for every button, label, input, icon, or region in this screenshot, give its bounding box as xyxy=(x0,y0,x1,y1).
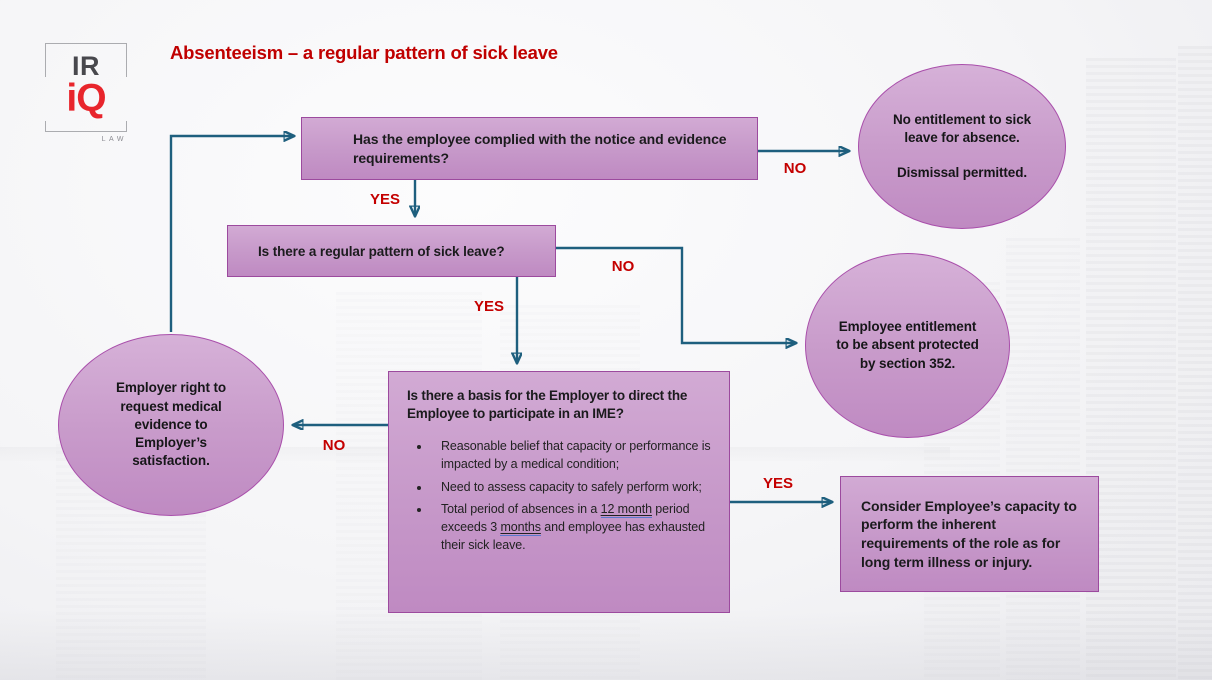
logo-frame-bottom xyxy=(45,121,127,132)
node-text: Employee entitlement to be absent protec… xyxy=(836,319,979,371)
edge-pattern-no xyxy=(556,246,796,343)
bottom-fade xyxy=(0,610,1212,680)
edge-label-ime-no: NO xyxy=(322,437,346,454)
bullet-text: Total period of absences in a xyxy=(441,502,601,517)
building-silhouette xyxy=(1178,46,1212,680)
node-question-sick-leave-pattern: Is there a regular pattern of sick leave… xyxy=(227,225,556,277)
node-text: Consider Employee’s capacity to perform … xyxy=(861,497,1077,570)
edge-label-pattern-yes: YES xyxy=(473,298,505,315)
building-silhouette xyxy=(1086,58,1176,680)
building-silhouette xyxy=(1006,238,1080,680)
node-outcome-medical-evidence-right: Employer right to request medical eviden… xyxy=(58,334,284,516)
node-text: Is there a regular pattern of sick leave… xyxy=(258,243,505,259)
node-text: Dismissal permitted. xyxy=(896,165,1028,181)
underlined-term: months xyxy=(500,520,541,536)
node-text: Has the employee complied with the notic… xyxy=(353,131,727,166)
node-bullet-list: Reasonable belief that capacity or perfo… xyxy=(407,438,715,555)
bullet-text: Reasonable belief that capacity or perfo… xyxy=(441,439,711,471)
iriq-law-logo: IR iQ LAW xyxy=(45,43,127,145)
logo-frame-top xyxy=(45,43,127,77)
bullet-item: Total period of absences in a 12 month p… xyxy=(431,501,715,554)
node-outcome-section-352-protection: Employee entitlement to be absent protec… xyxy=(805,253,1010,438)
edge-label-pattern-no: NO xyxy=(611,258,635,275)
node-text: Employer right to request medical eviden… xyxy=(115,380,227,469)
logo-text-iq: iQ xyxy=(66,77,106,120)
page-title: Absenteeism – a regular pattern of sick … xyxy=(170,42,558,63)
edge-label-ime-yes: YES xyxy=(762,475,794,492)
bullet-item: Need to assess capacity to safely perfor… xyxy=(431,479,715,497)
bullet-text: period exceeds 3 xyxy=(441,502,690,535)
node-outcome-no-entitlement: No entitlement to sick leave for absence… xyxy=(858,64,1066,229)
edge-label-notice-no: NO xyxy=(783,160,807,177)
node-outcome-consider-capacity: Consider Employee’s capacity to perform … xyxy=(840,476,1099,592)
edge-label-notice-yes: YES xyxy=(369,191,401,208)
node-question-ime-basis: Is there a basis for the Employer to dir… xyxy=(388,371,730,613)
logo-text-law: LAW xyxy=(101,136,127,143)
logo-text-ir: IR xyxy=(72,51,100,81)
bullet-text: Need to assess capacity to safely perfor… xyxy=(441,479,702,494)
node-heading: Is there a basis for the Employer to dir… xyxy=(407,388,688,422)
bullet-item: Reasonable belief that capacity or perfo… xyxy=(431,438,715,474)
node-text: No entitlement to sick leave for absence… xyxy=(892,111,1032,145)
node-question-notice-evidence: Has the employee complied with the notic… xyxy=(301,117,758,180)
bullet-text: and employee has exhausted their sick le… xyxy=(441,520,705,552)
underlined-term: 12 month xyxy=(600,502,652,518)
